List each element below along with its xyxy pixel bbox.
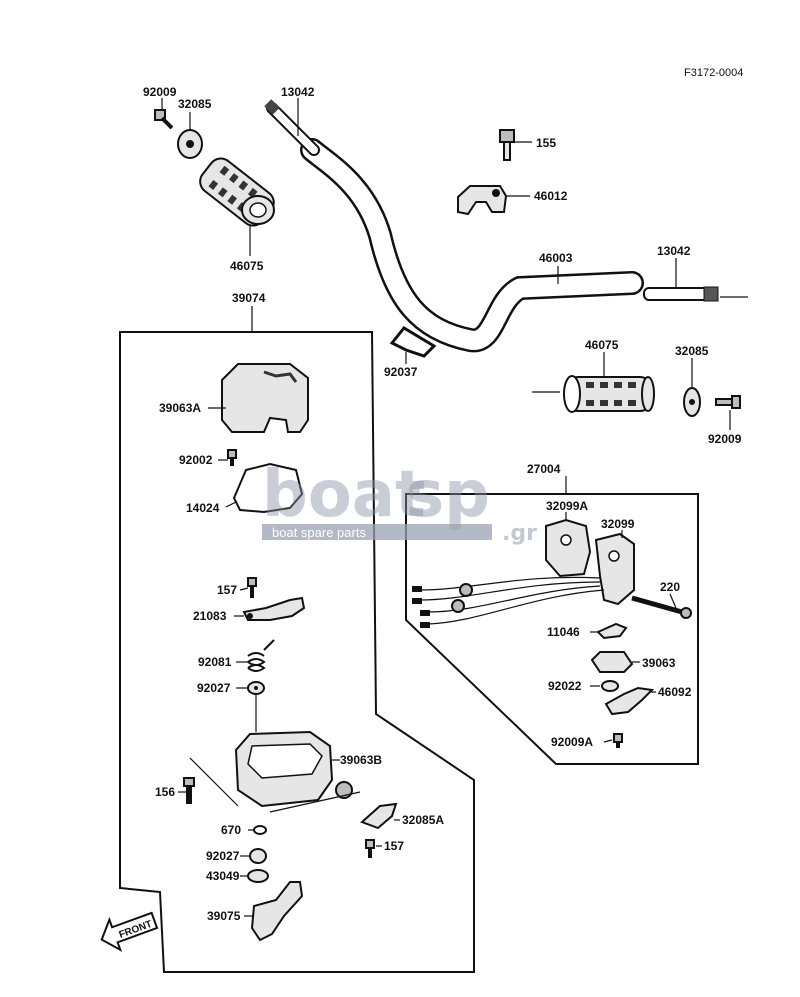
label-220: 220 (660, 580, 680, 594)
label-14024: 14024 (186, 501, 220, 515)
clamp-46012 (457, 185, 508, 216)
label-92022: 92022 (548, 679, 582, 693)
seal-43049 (247, 869, 269, 883)
bolt-156 (183, 777, 195, 804)
screw-92009-right (715, 395, 741, 409)
label-39075: 39075 (207, 909, 241, 923)
label-46092: 46092 (658, 685, 692, 699)
screw-157-upper (247, 577, 257, 598)
front-arrow-icon: FRONT (100, 911, 159, 952)
switch-wires (412, 576, 605, 628)
watermark-tld: .gr (502, 521, 537, 546)
label-46003: 46003 (539, 251, 573, 265)
switch-housing-32099 (594, 532, 635, 606)
grip-46075-left (199, 157, 275, 227)
label-92027-upper: 92027 (197, 681, 231, 695)
label-43049: 43049 (206, 869, 240, 883)
cover-39063 (590, 651, 634, 673)
screw-157-lower (365, 839, 375, 858)
lever-39075 (250, 881, 304, 942)
watermark-tagline: boat spare parts (272, 525, 366, 540)
label-156: 156 (155, 785, 175, 799)
switch-housing-32099A (545, 518, 592, 578)
frame-39074 (119, 331, 475, 973)
tube-13042-left (264, 99, 320, 156)
label-92009A: 92009A (551, 735, 593, 749)
diagram-reference: F3172-0004 (684, 67, 743, 79)
label-157-lower: 157 (384, 839, 404, 853)
label-92002: 92002 (179, 453, 213, 467)
grip-46075-right (532, 375, 655, 413)
weight-32085-top (177, 129, 203, 159)
label-155: 155 (536, 136, 556, 150)
label-46075-right: 46075 (585, 338, 619, 352)
label-46075-top: 46075 (230, 259, 264, 273)
plate-21083 (242, 596, 306, 621)
screw-92002 (227, 449, 237, 466)
oring-670 (253, 825, 267, 835)
leader-lines-left (178, 306, 400, 917)
lever-46092 (604, 686, 655, 716)
watermark-brand-right: sp (406, 458, 490, 532)
label-39063: 39063 (642, 656, 676, 670)
label-39074: 39074 (232, 291, 266, 305)
washer-92022 (601, 680, 619, 692)
label-670: 670 (221, 823, 241, 837)
part-labels: 92009 32085 13042 155 46012 46075 46003 … (143, 85, 742, 923)
label-32085-top: 32085 (178, 97, 212, 111)
washer-92027-lower (249, 848, 267, 864)
handlebar-46003 (300, 138, 644, 353)
spring-92081 (247, 639, 275, 672)
tube-13042-right (643, 286, 748, 302)
screw-92009A (613, 733, 623, 748)
label-32085-right: 32085 (675, 344, 709, 358)
label-32099A: 32099A (546, 499, 588, 513)
label-157-upper: 157 (217, 583, 237, 597)
leader-lines-top (161, 98, 731, 430)
label-92027-lower: 92027 (206, 849, 240, 863)
label-92081: 92081 (198, 655, 232, 669)
label-13042-top: 13042 (281, 85, 315, 99)
frame-27004 (405, 493, 699, 765)
weight-32085-right (683, 387, 701, 417)
watermark-brand-left: boat (262, 458, 426, 532)
watermark: boat sp .gr boat spare parts (262, 458, 537, 546)
label-27004: 27004 (527, 462, 561, 476)
clip-92037 (389, 326, 437, 358)
label-13042-right: 13042 (657, 244, 691, 258)
washer-92027-upper (247, 681, 265, 695)
bracket-11046 (596, 622, 628, 640)
label-92037: 92037 (384, 365, 418, 379)
label-32085A: 32085A (402, 813, 444, 827)
leader-lines-right (565, 476, 677, 743)
label-39063A: 39063A (159, 401, 201, 415)
screw-220 (631, 595, 692, 619)
label-46012: 46012 (534, 189, 568, 203)
bolt-155 (499, 129, 515, 161)
label-92009-right: 92009 (708, 432, 742, 446)
case-39063B (234, 730, 353, 808)
label-21083: 21083 (193, 609, 227, 623)
label-39063B: 39063B (340, 753, 382, 767)
label-11046: 11046 (547, 625, 580, 639)
lever-32085A (360, 802, 398, 830)
gasket-14024 (232, 462, 304, 514)
screw-92009-top (154, 109, 174, 130)
label-32099: 32099 (601, 517, 635, 531)
label-92009-top: 92009 (143, 85, 177, 99)
cover-39063A (221, 363, 309, 433)
